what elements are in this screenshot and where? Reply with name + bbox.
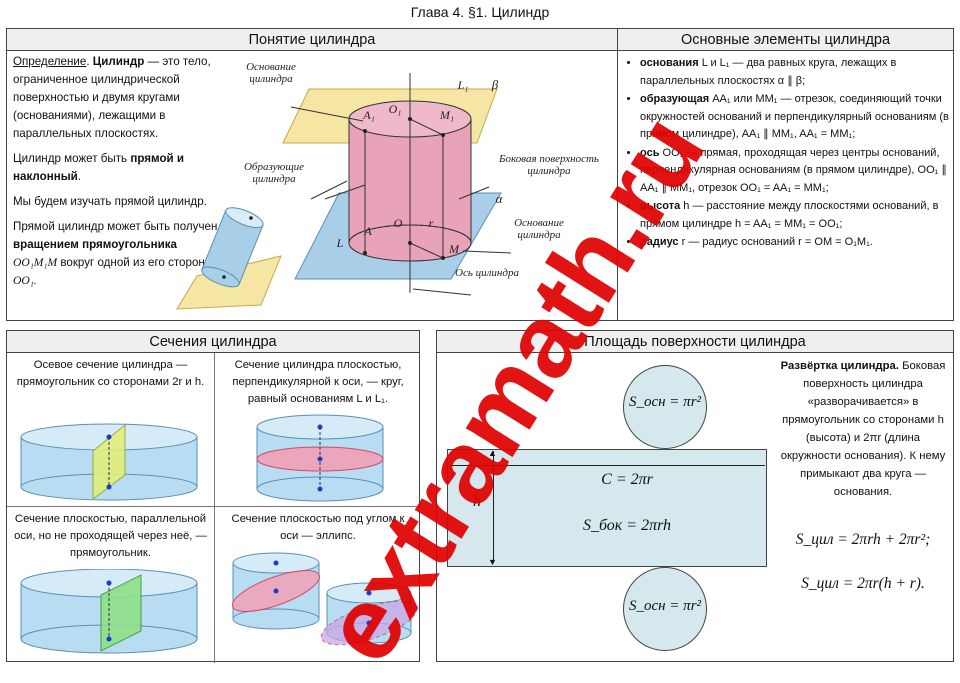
kinds-pre: Цилиндр может быть [13, 152, 128, 165]
rotation-bold: вращением прямоугольника [13, 238, 177, 251]
section-caption: Сечение плоскостью, параллельной оси, но… [14, 513, 207, 559]
sections-header: Сечения цилиндра [7, 331, 419, 353]
section-cell-ellipse: Сечение плоскостью под углом к оси — элл… [215, 507, 421, 663]
study-text: Мы будем изучать прямой цилиндр. [13, 195, 207, 208]
lateral-rectangle [447, 449, 767, 567]
s-osn-top: S_осн = πr² [628, 394, 702, 410]
c-formula: C = 2πr [601, 471, 653, 488]
definition: Определение. Цилиндр — это тело, огранич… [13, 55, 211, 140]
label-A: A [364, 224, 372, 238]
rotation-text: Прямой цилиндр может быть получен вращен… [13, 218, 221, 290]
section-caption: Осевое сечение цилиндра — прямоугольник … [16, 359, 205, 388]
label-os: Ось цилиндра [455, 267, 519, 279]
element-item: высота h — расстояние между плоскостями … [640, 198, 953, 233]
element-item: радиус r — радиус оснований r = OM = O₁M… [640, 234, 953, 252]
main-cylinder-illustration [282, 73, 512, 296]
element-item: основания L и L₁ — два равных круга, леж… [640, 55, 953, 90]
definition-term: Цилиндр [92, 55, 145, 68]
page-title: Глава 4. §1. Цилиндр [410, 4, 550, 20]
label-beta: β [491, 77, 499, 92]
elements-list: основания L и L₁ — два равных круга, леж… [618, 55, 953, 252]
elements-header: Основные элементы цилиндра [618, 29, 953, 51]
concept-header: Понятие цилиндра [7, 29, 617, 51]
label-osnovanie-top: Основание цилиндра [246, 61, 296, 85]
ellipse-section-illustration [232, 552, 417, 646]
element-text: h — расстояние между плоскостями основан… [640, 200, 939, 230]
arrow-up-icon: ▲ [488, 448, 497, 458]
section-caption: Сечение цилиндра плоскостью, перпендикул… [232, 359, 404, 405]
definition-label: Определение [13, 55, 87, 68]
elements-panel: Основные элементы цилиндра основания L и… [617, 28, 954, 321]
rotation-pre: Прямой цилиндр может быть получен [13, 220, 218, 233]
label-obrazuyushchie: Образующие цилиндра [243, 161, 305, 185]
element-text: r — радиус оснований r = OM = O₁M₁. [681, 236, 873, 248]
axial-section-illustration [20, 423, 198, 501]
label-osnovanie-bottom: Основание цилиндра [514, 217, 564, 241]
section-cell-perpendicular: Сечение цилиндра плоскостью, перпендикул… [215, 353, 421, 507]
element-text: AA₁ или MM₁ — отрезок, соединяющий точки… [640, 93, 949, 140]
label-alpha: α [495, 191, 503, 206]
bottom-base-circle [623, 567, 707, 651]
element-text: OO₁ — прямая, проходящая через центры ос… [640, 146, 947, 194]
label-L: L [336, 236, 344, 250]
arrow-down-icon: ▼ [488, 557, 497, 567]
element-text: L и L₁ — два равных круга, лежащих в пар… [640, 57, 897, 87]
h-label: h [473, 493, 481, 510]
razvertka-text: Развёртка цилиндра. Боковая поверхность … [777, 357, 949, 501]
area-header: Площадь поверхности цилиндра [437, 331, 953, 353]
kinds-bold: прямой и наклонный [13, 152, 185, 183]
section-caption: Сечение плоскостью под углом к оси — элл… [231, 513, 405, 542]
inclined-cylinder-illustration [176, 207, 282, 310]
area-panel: Площадь поверхности цилиндра S_осн = πr²… [436, 330, 954, 662]
element-item: образующая AA₁ или MM₁ — отрезок, соедин… [640, 91, 953, 144]
label-bokovaya: Боковая поверхность цилиндра [499, 153, 599, 177]
parallel-section-illustration [20, 569, 198, 654]
element-term: радиус [640, 236, 679, 248]
rotation-side: OO₁. [13, 274, 37, 287]
element-term: ось [640, 146, 660, 159]
razvertka-body: Боковая поверхность цилиндра «разворачив… [780, 360, 946, 498]
element-term: высота [640, 200, 681, 212]
rotation-rect: OO₁M₁M [13, 256, 58, 269]
element-term: основания [640, 57, 699, 69]
concept-text: Определение. Цилиндр — это тело, огранич… [13, 53, 221, 297]
label-L1: L₁ [457, 78, 469, 92]
sections-panel: Сечения цилиндра Осевое сечение цилиндра… [6, 330, 421, 663]
section-cell-axial: Осевое сечение цилиндра — прямоугольник … [7, 353, 215, 507]
element-item: ось OO₁ — прямая, проходящая через центр… [640, 145, 953, 198]
label-M: M [449, 242, 459, 256]
s-osn-bottom: S_осн = πr² [628, 598, 702, 614]
s-bok-formula: S_бок = 2πrh [582, 517, 672, 534]
s-cyl-formula-2: S_цил = 2πr(h + r). [801, 575, 925, 592]
top-base-circle [623, 365, 707, 449]
h-arrow-line [493, 451, 494, 563]
label-M1: M₁ [439, 108, 455, 122]
label-r: r [428, 216, 434, 230]
label-A1: A₁ [363, 108, 375, 122]
element-term: образующая [640, 93, 710, 105]
razvertka-bold: Развёртка цилиндра. [780, 360, 899, 372]
perpendicular-section-illustration [256, 414, 384, 502]
definition-text: — это тело, ограниченное цилиндрической … [13, 55, 211, 140]
label-O1: O₁ [388, 102, 402, 116]
section-cell-parallel: Сечение плоскостью, параллельной оси, но… [7, 507, 215, 663]
concept-panel: Понятие цилиндра Определение. Цилиндр — … [6, 28, 618, 321]
label-O: O [393, 216, 403, 230]
s-cyl-formula-1: S_цил = 2πrh + 2πr²; [795, 531, 931, 548]
kinds-text: Цилиндр может быть прямой и наклонный. [13, 152, 185, 183]
rotation-post: вокруг одной из его сторон [60, 256, 205, 269]
top-arrow-line [449, 465, 765, 466]
